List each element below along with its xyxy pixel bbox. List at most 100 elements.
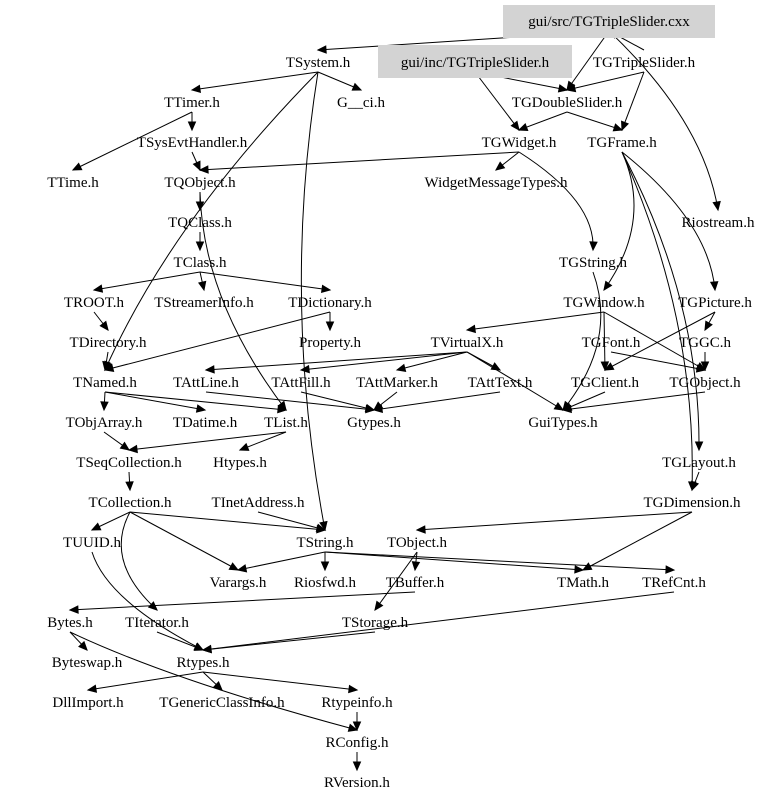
arrowhead xyxy=(603,280,613,292)
node-label: TList.h xyxy=(264,415,308,431)
graph-node[interactable]: TTimer.h xyxy=(164,95,220,111)
arrowhead xyxy=(589,241,598,252)
graph-node[interactable]: Gtypes.h xyxy=(347,415,401,431)
arrowhead xyxy=(228,562,240,571)
graph-node[interactable]: Byteswap.h xyxy=(52,655,123,671)
graph-node[interactable]: TUUID.h xyxy=(63,535,121,551)
graph-node[interactable]: TGGC.h xyxy=(679,335,732,351)
graph-node[interactable]: Bytes.h xyxy=(47,615,93,631)
graph-node[interactable]: TSeqCollection.h xyxy=(76,455,182,471)
graph-node[interactable]: TGWindow.h xyxy=(563,295,645,311)
node-label: TInetAddress.h xyxy=(212,495,305,511)
graph-node[interactable]: TDatime.h xyxy=(173,415,238,431)
graph-node[interactable]: TGWidget.h xyxy=(482,135,557,151)
graph-node[interactable]: TTime.h xyxy=(47,175,99,191)
graph-node[interactable]: TSystem.h xyxy=(286,55,351,71)
graph-node[interactable]: TStorage.h xyxy=(342,615,409,631)
graph-node[interactable]: WidgetMessageTypes.h xyxy=(425,175,568,191)
graph-node[interactable]: TGString.h xyxy=(559,255,627,271)
graph-node[interactable]: TAttText.h xyxy=(468,375,533,391)
graph-node[interactable]: gui/inc/TGTripleSlider.h xyxy=(378,45,572,78)
graph-node[interactable]: TSysEvtHandler.h xyxy=(137,135,248,151)
graph-node[interactable]: TAttFill.h xyxy=(271,375,331,391)
graph-node[interactable]: TStreamerInfo.h xyxy=(154,295,254,311)
dependency-edge xyxy=(129,511,326,531)
arrowhead xyxy=(603,362,615,371)
node-label: Gtypes.h xyxy=(347,415,401,431)
graph-node[interactable]: TGenericClassInfo.h xyxy=(159,695,285,711)
node-label: TGWindow.h xyxy=(563,295,645,311)
arrowhead xyxy=(100,401,109,412)
dependency-edge xyxy=(237,551,326,571)
arrowhead xyxy=(411,561,421,572)
graph-node[interactable]: TGTripleSlider.h xyxy=(593,55,696,71)
graph-node[interactable]: TAttLine.h xyxy=(173,375,239,391)
graph-node[interactable]: DllImport.h xyxy=(52,695,124,711)
node-label: GuiTypes.h xyxy=(528,415,598,431)
graph-node[interactable]: TDirectory.h xyxy=(70,335,147,351)
graph-node[interactable]: TQObject.h xyxy=(164,175,236,191)
graph-node[interactable]: GuiTypes.h xyxy=(528,415,598,431)
arrowhead xyxy=(709,281,719,292)
node-label: RConfig.h xyxy=(326,735,389,751)
graph-node[interactable]: TObject.h xyxy=(387,535,448,551)
graph-node[interactable]: TObjArray.h xyxy=(66,415,143,431)
graph-node[interactable]: TGClient.h xyxy=(571,375,639,391)
graph-node[interactable]: Property.h xyxy=(299,335,361,351)
dependency-edge xyxy=(93,271,201,291)
graph-node[interactable]: TIterator.h xyxy=(125,615,189,631)
graph-node[interactable]: RVersion.h xyxy=(324,775,390,791)
arrowhead xyxy=(99,320,109,331)
graph-node[interactable]: TGFont.h xyxy=(582,335,641,351)
graph-node[interactable]: TInetAddress.h xyxy=(212,495,305,511)
node-label: Rtypeinfo.h xyxy=(321,695,393,711)
graph-node[interactable]: TMath.h xyxy=(557,575,610,591)
graph-node[interactable]: TCollection.h xyxy=(89,495,172,511)
node-label: TTimer.h xyxy=(164,95,220,111)
dependency-edge xyxy=(191,71,319,91)
graph-node[interactable]: TGLayout.h xyxy=(662,455,736,471)
graph-node[interactable]: TGDoubleSlider.h xyxy=(512,95,623,111)
graph-node[interactable]: TQClass.h xyxy=(168,215,232,231)
node-label: Htypes.h xyxy=(213,455,267,471)
graph-node[interactable]: TAttMarker.h xyxy=(356,375,438,391)
graph-node[interactable]: RConfig.h xyxy=(326,735,389,751)
graph-node[interactable]: Rtypeinfo.h xyxy=(321,695,393,711)
graph-node[interactable]: TBuffer.h xyxy=(386,575,445,591)
node-label: TString.h xyxy=(296,535,354,551)
graph-node[interactable]: TClass.h xyxy=(174,255,227,271)
graph-node[interactable]: Varargs.h xyxy=(210,575,267,591)
graph-node[interactable]: TGPicture.h xyxy=(678,295,752,311)
graph-node[interactable]: gui/src/TGTripleSlider.cxx xyxy=(503,5,715,38)
arrowhead xyxy=(236,564,248,573)
graph-node[interactable]: TNamed.h xyxy=(73,375,137,391)
graph-node[interactable]: TRefCnt.h xyxy=(642,575,706,591)
graph-node[interactable]: Riostream.h xyxy=(682,215,755,231)
graph-node[interactable]: TROOT.h xyxy=(64,295,125,311)
graph-node[interactable]: TList.h xyxy=(264,415,308,431)
arrowhead xyxy=(325,321,335,332)
graph-node[interactable]: TString.h xyxy=(296,535,354,551)
graph-node[interactable]: TDictionary.h xyxy=(288,295,372,311)
arrowhead xyxy=(600,361,610,372)
node-label: Varargs.h xyxy=(210,575,267,591)
arrowhead xyxy=(238,442,250,451)
arrowhead xyxy=(364,403,376,413)
graph-node[interactable]: TVirtualX.h xyxy=(431,335,504,351)
node-label: TObjArray.h xyxy=(66,415,143,431)
graph-node[interactable]: Riosfwd.h xyxy=(294,575,357,591)
arrowhead xyxy=(190,84,202,94)
node-label: TUUID.h xyxy=(63,535,121,551)
node-label: TObject.h xyxy=(387,535,448,551)
graph-node[interactable]: TGDimension.h xyxy=(643,495,741,511)
arrowhead xyxy=(92,284,104,293)
graph-node[interactable]: TGObject.h xyxy=(669,375,741,391)
graph-node[interactable]: Htypes.h xyxy=(213,455,267,471)
graph-node[interactable]: TGFrame.h xyxy=(587,135,657,151)
graph-node[interactable]: Rtypes.h xyxy=(177,655,230,671)
graph-node[interactable]: G__ci.h xyxy=(337,95,385,111)
dependency-edge xyxy=(128,431,287,451)
node-label: G__ci.h xyxy=(337,95,385,111)
